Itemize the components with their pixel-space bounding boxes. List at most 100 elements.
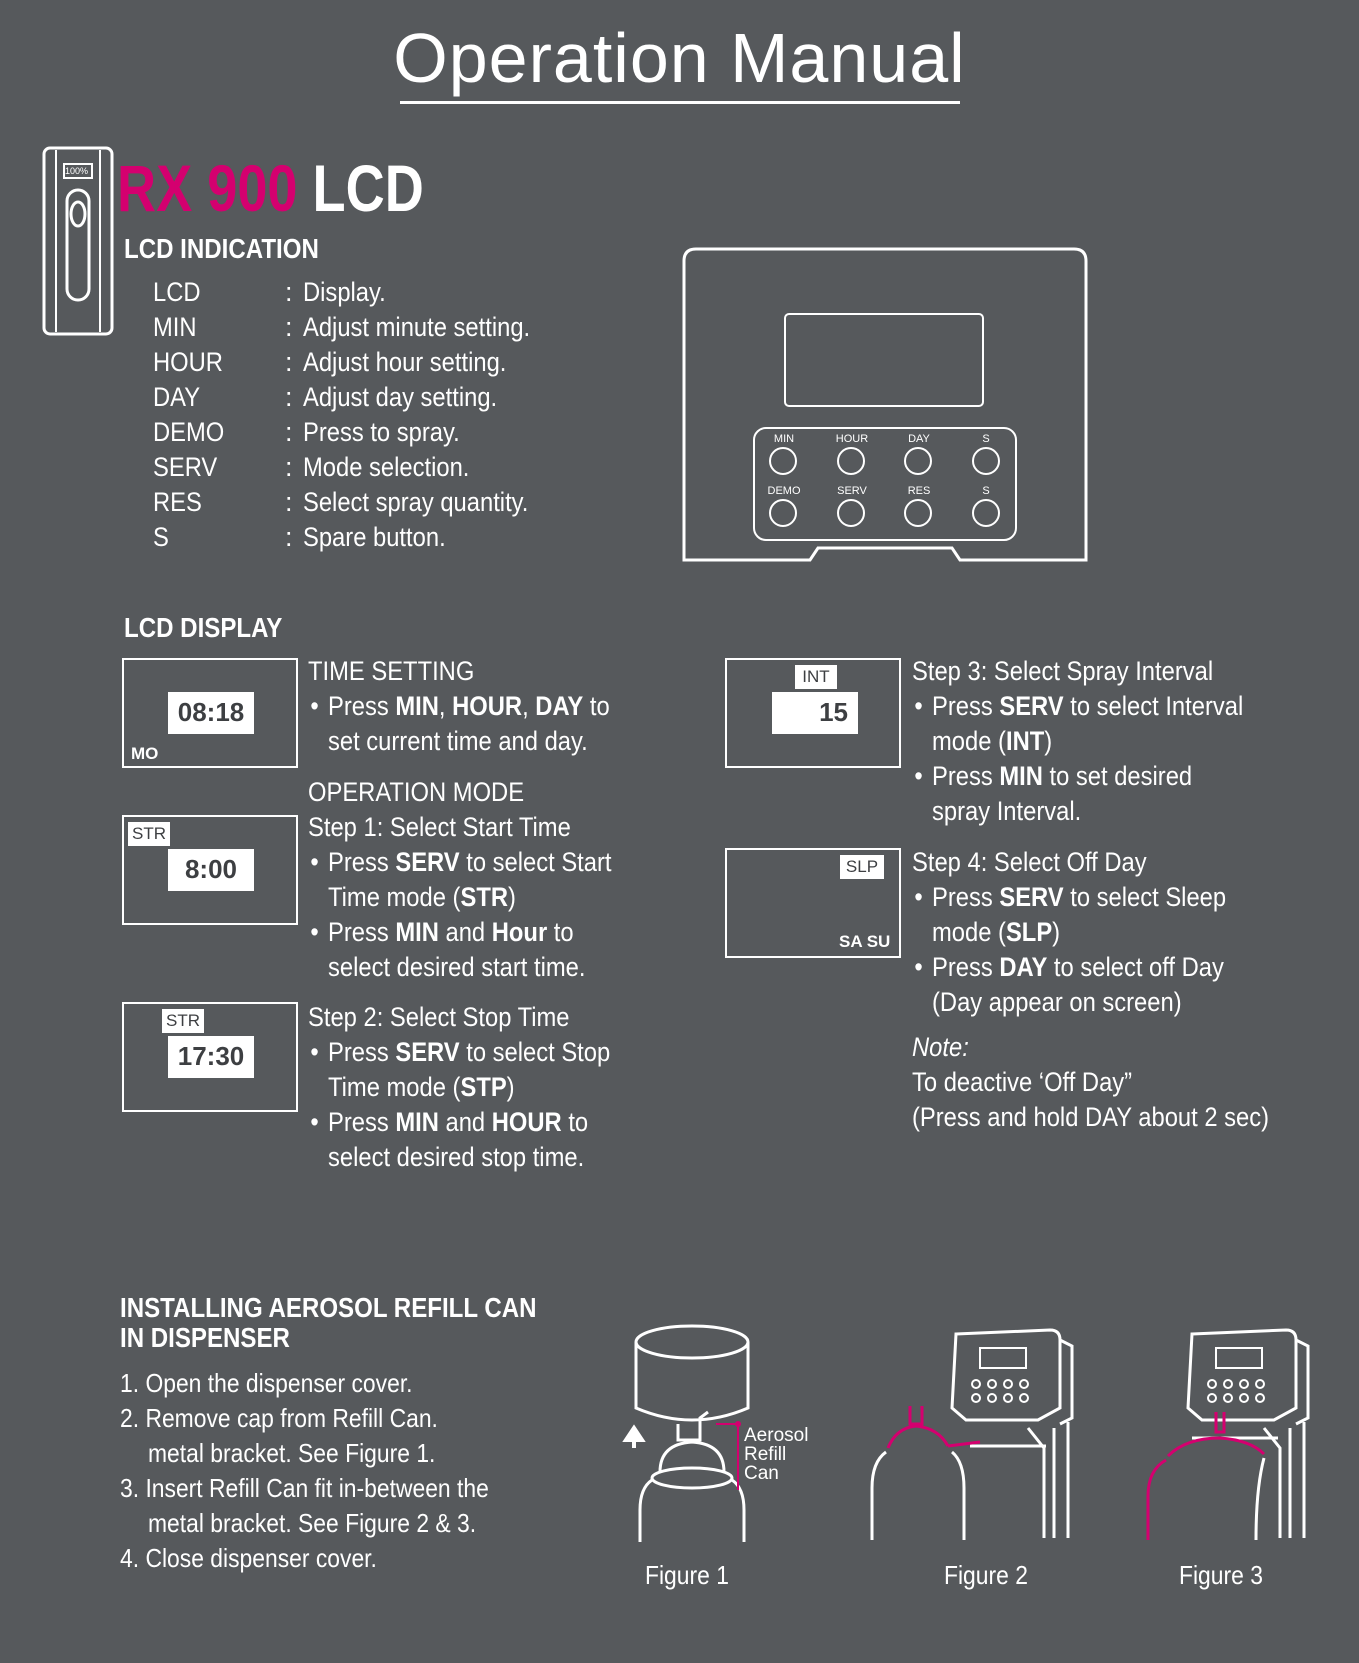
lcd-box-stop: STR 17:30 [122, 1002, 298, 1112]
model-heading: RX 900 LCD [117, 150, 424, 226]
time-setting-bullet-1: Press MIN, HOUR, DAY to [310, 689, 609, 724]
indication-colon: : [285, 312, 293, 342]
lcd-sleep-days: SA SU [839, 932, 891, 951]
install-step-3: 3. Insert Refill Can fit in-between the [120, 1473, 489, 1503]
indication-desc: Adjust minute setting. [303, 312, 531, 342]
lcd-sleep-tag: SLP [840, 855, 884, 879]
step4-bullet-1: Press SERV to select Sleep [914, 880, 1226, 915]
step1-bullet-1-line-2: Time mode (STR) [328, 882, 516, 912]
installing-heading-line-2: IN DISPENSER [120, 1322, 290, 1353]
panel-button-min [769, 447, 797, 475]
indication-desc: Display. [303, 277, 386, 307]
indication-key: S [153, 522, 169, 552]
step3-bullet-1-line-2: mode (INT) [932, 726, 1053, 756]
lcd-display-heading: LCD DISPLAY [124, 612, 283, 643]
step1-title: Step 1: Select Start Time [308, 812, 571, 842]
lcd-stop-value: 17:30 [168, 1036, 254, 1078]
step2-bullet-2-line-2: select desired stop time. [328, 1142, 585, 1172]
panel-label-day: DAY [908, 433, 930, 445]
indication-colon: : [285, 522, 293, 552]
indication-desc: Mode selection. [303, 452, 470, 482]
device-icon-label: 100% [65, 166, 89, 176]
install-step-1: 1. Open the dispenser cover. [120, 1368, 413, 1398]
time-setting-bullet-1-line-2: set current time and day. [328, 726, 588, 756]
panel-lcd-screen [784, 313, 984, 407]
step2-bullet-1: Press SERV to select Stop [310, 1035, 610, 1070]
figure-2-label: Figure 2 [944, 1560, 1028, 1590]
lcd-box-start: STR 8:00 [122, 815, 298, 925]
installing-heading: INSTALLING AEROSOL REFILL CAN IN DISPENS… [120, 1293, 537, 1353]
title-underline [400, 101, 960, 104]
step1-bullet-2: Press MIN and Hour to [310, 915, 573, 950]
panel-button-s-bottom [972, 499, 1000, 527]
install-step-4: 4. Close dispenser cover. [120, 1543, 377, 1573]
step4-bullet-2: Press DAY to select off Day [914, 950, 1223, 985]
aerosol-callout: Aerosol Refill Can [744, 1426, 808, 1483]
panel-label-hour: HOUR [835, 433, 869, 445]
indication-key: RES [153, 487, 202, 517]
lcd-box-time: 08:18 MO [122, 658, 298, 768]
model-name: RX 900 [117, 151, 298, 225]
note-label: Note: [912, 1032, 969, 1062]
indication-key: MIN [153, 312, 197, 342]
indication-colon: : [285, 277, 293, 307]
lcd-time-day: MO [131, 744, 159, 763]
panel-button-res [904, 499, 932, 527]
lcd-interval-tag: INT [795, 665, 837, 689]
install-step-2: 2. Remove cap from Refill Can. [120, 1403, 438, 1433]
indication-key: DAY [153, 382, 201, 412]
time-setting-title: TIME SETTING [308, 656, 475, 686]
panel-button-demo [769, 499, 797, 527]
step2-bullet-2: Press MIN and HOUR to [310, 1105, 588, 1140]
callout-line-3: Can [744, 1463, 779, 1484]
install-step-2-line-2: metal bracket. See Figure 1. [148, 1438, 436, 1468]
step2-bullet-1-line-2: Time mode (STP) [328, 1072, 515, 1102]
lcd-interval-value: 15 [772, 692, 858, 734]
control-panel-diagram [682, 247, 1088, 562]
page-title: Operation Manual [393, 19, 966, 97]
step3-bullet-1: Press SERV to select Interval [914, 689, 1243, 724]
lcd-box-interval: INT 15 [725, 658, 901, 768]
indication-key: DEMO [153, 417, 225, 447]
panel-label-demo: DEMO [767, 485, 801, 497]
step3-bullet-2-line-2: spray Interval. [932, 796, 1082, 826]
indication-key: LCD [153, 277, 201, 307]
figure-3-illustration [1146, 1328, 1310, 1541]
indication-colon: : [285, 382, 293, 412]
dispenser-device-icon [42, 146, 114, 336]
lcd-box-sleep: SLP SA SU [725, 848, 901, 958]
step4-title: Step 4: Select Off Day [912, 847, 1147, 877]
callout-line-2: Refill [744, 1444, 787, 1465]
step4-bullet-2-line-2: (Day appear on screen) [932, 987, 1182, 1017]
indication-colon: : [285, 487, 293, 517]
indication-desc: Press to spray. [303, 417, 460, 447]
lcd-indication-heading: LCD INDICATION [124, 233, 319, 264]
panel-label-s-bottom: S [982, 485, 990, 497]
indication-desc: Select spray quantity. [303, 487, 529, 517]
step1-bullet-2-line-2: select desired start time. [328, 952, 586, 982]
panel-label-min: MIN [773, 433, 795, 445]
panel-button-hour [837, 447, 865, 475]
callout-line-1: Aerosol [744, 1425, 809, 1446]
figure-2-illustration [870, 1328, 1074, 1540]
step3-bullet-2: Press MIN to set desired [914, 759, 1192, 794]
step2-title: Step 2: Select Stop Time [308, 1002, 570, 1032]
panel-label-serv: SERV [837, 485, 867, 497]
figure-1-illustration [622, 1324, 750, 1542]
indication-desc: Spare button. [303, 522, 446, 552]
panel-button-s-top [972, 447, 1000, 475]
panel-label-res: RES [907, 485, 931, 497]
install-step-3-line-2: metal bracket. See Figure 2 & 3. [148, 1508, 477, 1538]
lcd-start-tag: STR [128, 822, 170, 846]
indication-colon: : [285, 452, 293, 482]
lcd-time-value: 08:18 [168, 692, 254, 734]
figure-1-label: Figure 1 [645, 1560, 729, 1590]
indication-colon: : [285, 417, 293, 447]
panel-button-day [904, 447, 932, 475]
figure-3-label: Figure 3 [1179, 1560, 1263, 1590]
indication-key: SERV [153, 452, 218, 482]
indication-key: HOUR [153, 347, 223, 377]
panel-button-area [753, 427, 1017, 541]
lcd-start-value: 8:00 [168, 849, 254, 891]
step3-title: Step 3: Select Spray Interval [912, 656, 1214, 686]
